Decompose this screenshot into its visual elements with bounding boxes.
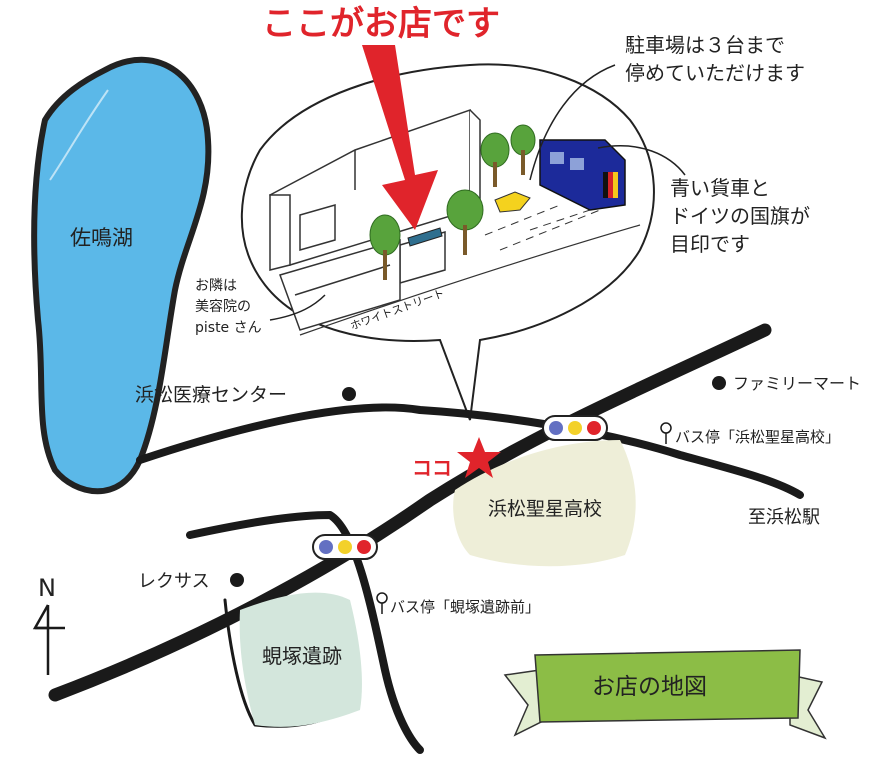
traffic-light-upper [542, 415, 608, 441]
neighbor-note-line1: お隣は [195, 278, 237, 294]
family-mart-dot [712, 376, 726, 390]
ruins-area [239, 592, 362, 727]
neighbor-leader [269, 294, 326, 321]
parking-leader [529, 64, 616, 181]
neighbor-note-line2: 美容院の [195, 298, 251, 315]
landmark-note-line3: 目印です [670, 232, 750, 256]
lexus-dot [230, 573, 244, 587]
ruins-bus-stop-label: バス停「蜆塚遺跡前」 [390, 598, 540, 616]
trees [369, 124, 536, 280]
roads [48, 323, 804, 754]
traffic-light-lower [312, 534, 378, 560]
blue-wagon [539, 139, 626, 211]
landmark-leader [597, 145, 686, 176]
compass-label: N [38, 574, 56, 602]
shop-building [269, 108, 481, 331]
shop-star-icon [457, 437, 501, 478]
bus-stop-icon-ruins [376, 592, 388, 614]
map-title: ここがお店です [262, 4, 500, 44]
medical-center-label: 浜松医療センター [135, 384, 287, 406]
red-arrow [362, 45, 438, 230]
here-label: ココ [412, 456, 452, 480]
entrance-awning [407, 227, 443, 247]
parking-lines [484, 199, 621, 251]
family-mart-label: ファミリーマート [733, 374, 861, 393]
lake-label: 佐鳴湖 [70, 226, 133, 250]
landmark-note-line1: 青い貨車と [670, 176, 770, 200]
ruins-label: 蜆塚遺跡 [262, 644, 342, 668]
north-arrow-icon [32, 604, 65, 675]
school-area [453, 440, 636, 567]
school-bus-stop-label: バス停「浜松聖星高校」 [675, 428, 840, 446]
neighbor-note-line3: piste さん [195, 320, 262, 336]
banner-label: お店の地図 [592, 674, 707, 700]
white-street [299, 224, 641, 336]
lake-shape [31, 56, 212, 495]
school-label: 浜松聖星高校 [488, 498, 602, 520]
landmark-note-line2: ドイツの国旗が [670, 204, 810, 228]
parking-note-line1: 駐車場は３台まで [625, 33, 785, 57]
lexus-label: レクサス [138, 571, 210, 592]
lake-inner-shore [49, 89, 109, 181]
bus-stop-icon-school [660, 422, 672, 444]
banner [503, 649, 827, 740]
parked-car [494, 191, 531, 213]
parking-note-line2: 停めていただけます [625, 61, 805, 85]
medical-center-dot [342, 387, 356, 401]
station-direction-label: 至浜松駅 [748, 507, 820, 528]
